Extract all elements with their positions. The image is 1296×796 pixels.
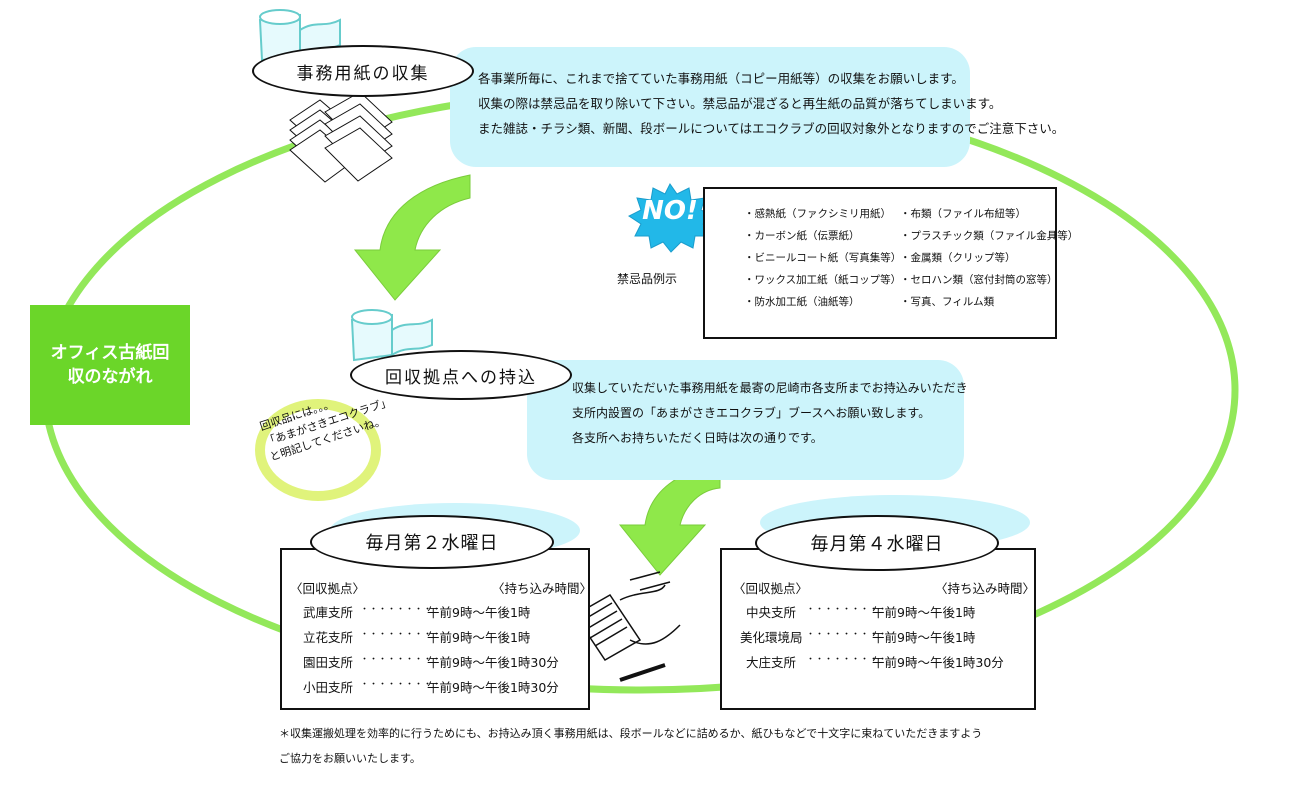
schedule2-day: 毎月第４水曜日 — [810, 534, 944, 555]
schedule1-row-1-place: 武庫支所 — [303, 605, 354, 620]
flow-arrow-1 — [353, 174, 471, 301]
schedule1-row-3-place: 園田支所 — [303, 655, 354, 670]
schedule1-row-2-place: 立花支所 — [303, 630, 354, 645]
prohibited-left-1: ・感熱紙（ファクシミリ用紙） — [744, 208, 891, 220]
step2-line-2: 支所内設置の「あまがさきエコクラブ」ブースへお願い致します。 — [572, 406, 931, 420]
prohibited-right-3: ・金属類（クリップ等） — [900, 252, 1016, 264]
side-label-box: オフィス古紙回収のながれ — [30, 305, 190, 425]
schedule1-row-3-time: 午前9時～午後1時30分 — [427, 655, 559, 670]
step1-title: 事務用紙の収集 — [296, 63, 430, 84]
prohibited-right-4: ・セロハン類（窓付封筒の窓等） — [900, 274, 1058, 286]
schedule1-row-4-place: 小田支所 — [303, 680, 354, 695]
schedule1-row-4-dots: ・・・・・・・・・ — [360, 680, 442, 690]
schedule2-row-1-place: 中央支所 — [746, 605, 797, 620]
step1-line-1: 各事業所毎に、これまで捨てていた事務用紙（コピー用紙等）の収集をお願いします。 — [478, 71, 964, 86]
schedule1-row-2-dots: ・・・・・・・・・ — [360, 630, 442, 640]
schedule2-row-2-time: 午前9時～午後1時 — [872, 630, 976, 645]
schedule2-row-1-time: 午前9時～午後1時 — [872, 605, 976, 620]
step2-description-cloud — [527, 360, 964, 480]
step2-title: 回収拠点への持込 — [385, 367, 537, 388]
prohibited-right-1: ・布類（ファイル布紐等） — [900, 208, 1026, 220]
schedule1-col-right: 〈持ち込み時間〉 — [492, 581, 593, 596]
no-badge-text: NO! — [642, 196, 698, 226]
schedule1-col-left: 〈回収拠点〉 — [290, 581, 366, 596]
footnote-line-1: ＊収集運搬処理を効率的に行うためにも、お持込み頂く事務用紙は、段ボールなどに詰め… — [279, 727, 983, 740]
schedule1-row-1-dots: ・・・・・・・・・ — [360, 605, 442, 615]
no-panel-label: 禁忌品例示 — [617, 272, 678, 286]
schedule2-col-right: 〈持ち込み時間〉 — [935, 581, 1036, 596]
schedule2-row-3-dots: ・・・・・・・・・ — [806, 655, 888, 665]
step1-line-3: また雑誌・チラシ類、新聞、段ボールについてはエコクラブの回収対象外となりますので… — [478, 121, 1065, 136]
note-swirl — [255, 399, 381, 501]
step1-description-cloud — [450, 47, 970, 167]
step1-line-2: 収集の際は禁忌品を取り除いて下さい。禁忌品が混ざると再生紙の品質が落ちてしまいま… — [478, 96, 1002, 111]
prohibited-right-2: ・プラスチック類（ファイル金具等） — [900, 230, 1079, 242]
prohibited-left-4: ・ワックス加工紙（紙コップ等） — [744, 274, 902, 286]
schedule1-day: 毎月第２水曜日 — [365, 533, 499, 554]
schedule1-day-oval: 毎月第２水曜日 — [310, 515, 554, 569]
paper-mascot-icon — [573, 571, 681, 682]
paper-stack-icon — [289, 91, 393, 183]
step2-line-1: 収集していただいた事務用紙を最寄の尼崎市各支所までお持込みいただき — [572, 381, 968, 395]
prohibited-left-2: ・カーボン紙（伝票紙） — [744, 230, 860, 242]
roll-icon-2 — [350, 309, 433, 362]
schedule2-row-2-dots: ・・・・・・・・・ — [806, 630, 888, 640]
prohibited-left-5: ・防水加工紙（油紙等） — [744, 296, 860, 308]
schedule1-row-1-time: 午前9時～午後1時 — [427, 605, 531, 620]
step2-line-3: 各支所へお持ちいただく日時は次の通りです。 — [572, 431, 823, 445]
schedule1-panel — [280, 548, 590, 710]
schedule1-row-2-time: 午前9時～午後1時 — [427, 630, 531, 645]
schedule2-day-oval: 毎月第４水曜日 — [755, 515, 999, 571]
flow-arrow-2 — [618, 464, 721, 576]
step1-title-oval: 事務用紙の収集 — [252, 45, 474, 97]
schedule2-col-left: 〈回収拠点〉 — [733, 581, 809, 596]
schedule2-row-1-dots: ・・・・・・・・・ — [806, 605, 888, 615]
prohibited-left-3: ・ビニールコート紙（写真集等） — [744, 252, 902, 264]
schedule2-row-2-place: 美化環境局 — [740, 630, 803, 645]
prohibited-right-5: ・写真、フィルム類 — [900, 296, 995, 308]
schedule1-row-4-time: 午前9時～午後1時30分 — [427, 680, 559, 695]
schedule1-row-3-dots: ・・・・・・・・・ — [360, 655, 442, 665]
footnote-line-2: ご協力をお願いいたします。 — [279, 752, 421, 765]
side-label: オフィス古紙回収のながれ — [50, 343, 170, 387]
schedule2-row-3-place: 大庄支所 — [746, 655, 797, 670]
prohibited-items-panel — [703, 187, 1057, 339]
schedule2-row-3-time: 午前9時～午後1時30分 — [872, 655, 1004, 670]
step2-title-oval: 回収拠点への持込 — [350, 350, 572, 400]
